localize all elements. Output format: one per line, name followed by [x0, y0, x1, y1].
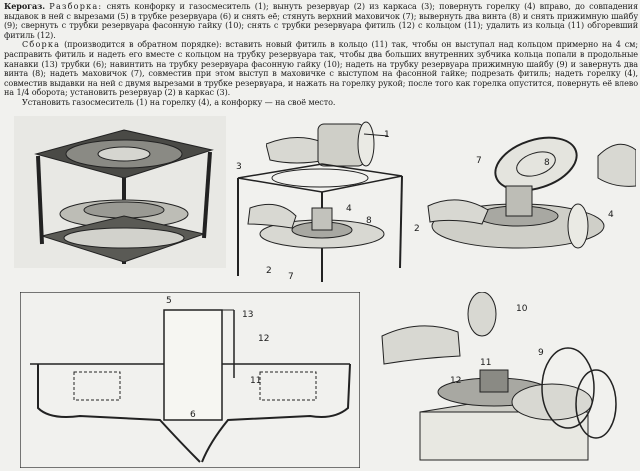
sborka-heading: Сборка	[22, 39, 61, 50]
kerogaz-drawing	[14, 116, 226, 268]
label-11: 11	[250, 376, 262, 386]
label-7b: 7	[476, 156, 482, 166]
sborka-text: (производится в обратном порядке): встав…	[4, 39, 638, 98]
label-6: 6	[190, 410, 196, 420]
final-line: Установить газосмеситель (1) на горелку …	[22, 96, 336, 107]
label-5: 5	[166, 296, 172, 306]
fraction: 1/4	[16, 87, 30, 98]
figure-frame-reservoir: 3 4 8 2 7	[230, 158, 408, 286]
figure-parts: 10 11 9 12	[368, 292, 636, 470]
razborka-heading: Разборка:	[49, 1, 103, 11]
label-2b: 2	[414, 224, 420, 234]
figure-kerogaz-assembled	[14, 116, 226, 268]
label-4: 4	[346, 204, 352, 214]
flywheel-drawing	[427, 136, 636, 249]
instruction-text: Керогаз. Разборка: снять конфорку и газо…	[4, 1, 638, 108]
title: Керогаз.	[4, 1, 45, 11]
label-12: 12	[258, 334, 270, 344]
figure-cross-section: 5 13 12 11 6	[20, 292, 360, 468]
remove-mixer-drawing	[266, 121, 389, 167]
label-1: 1	[384, 130, 390, 140]
label-2: 2	[266, 266, 272, 276]
label-4b: 4	[608, 210, 614, 220]
label-8: 8	[366, 216, 372, 226]
label-13: 13	[242, 310, 254, 320]
figure-remove-flywheel: 7 8 4 2	[414, 126, 636, 276]
frame-drawing	[237, 163, 403, 282]
label-11b: 11	[480, 358, 492, 368]
label-7: 7	[288, 272, 294, 282]
label-8b: 8	[544, 158, 550, 168]
cross-section-drawing	[20, 292, 360, 468]
razborka-text: снять конфорку и газосмеситель (1); выну…	[4, 1, 638, 40]
parts-drawing	[381, 292, 617, 461]
sborka-tail: оборота; установить резервуар (2) в карк…	[31, 87, 231, 98]
label-9: 9	[538, 348, 544, 358]
label-10: 10	[516, 304, 528, 314]
label-3: 3	[236, 162, 242, 172]
figure-remove-mixer: 1	[266, 114, 396, 176]
label-12b: 12	[450, 376, 462, 386]
